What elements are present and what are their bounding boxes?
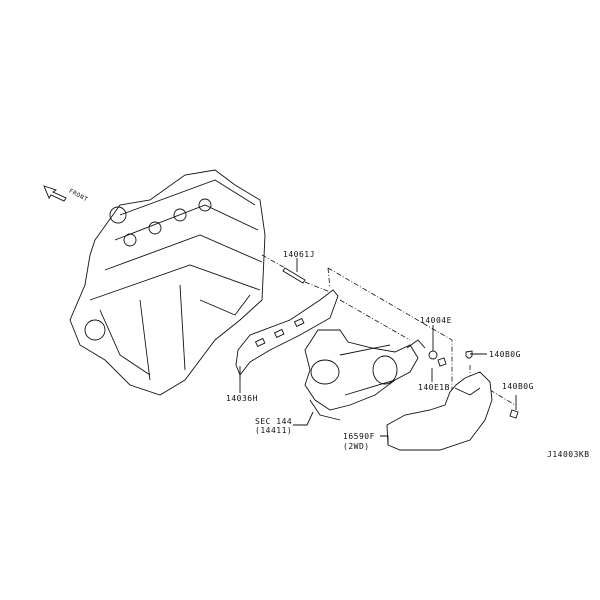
- stud-part: [261, 254, 331, 293]
- nut-part: [437, 357, 447, 367]
- section-reference-sub-label: (14411): [255, 426, 293, 435]
- part-label-bolt-1: 140B0G: [489, 350, 521, 359]
- front-arrow-icon: [43, 185, 67, 202]
- bolt-part: [465, 350, 473, 359]
- exhaust-manifold-catalyst-part: [304, 329, 426, 421]
- bolt-part: [509, 409, 519, 419]
- gasket-ring-part: [428, 350, 438, 360]
- section-reference-label: SEC 144: [255, 417, 293, 426]
- part-label-stud: 14061J: [283, 250, 315, 259]
- part-label-manifold-gasket: 14036H: [226, 394, 258, 403]
- part-label-bolt-2: 140B0G: [502, 382, 534, 391]
- diagram-code: J14003KB: [547, 450, 590, 459]
- part-label-nut: 140E1B: [418, 383, 450, 392]
- part-label-heat-insulator: 16590F: [343, 432, 375, 441]
- engine-assembly: [69, 169, 266, 396]
- part-label-heat-insulator-variant: (2WD): [343, 442, 370, 451]
- heat-insulator-part: [386, 371, 493, 451]
- part-label-gasket: 14004E: [420, 316, 452, 325]
